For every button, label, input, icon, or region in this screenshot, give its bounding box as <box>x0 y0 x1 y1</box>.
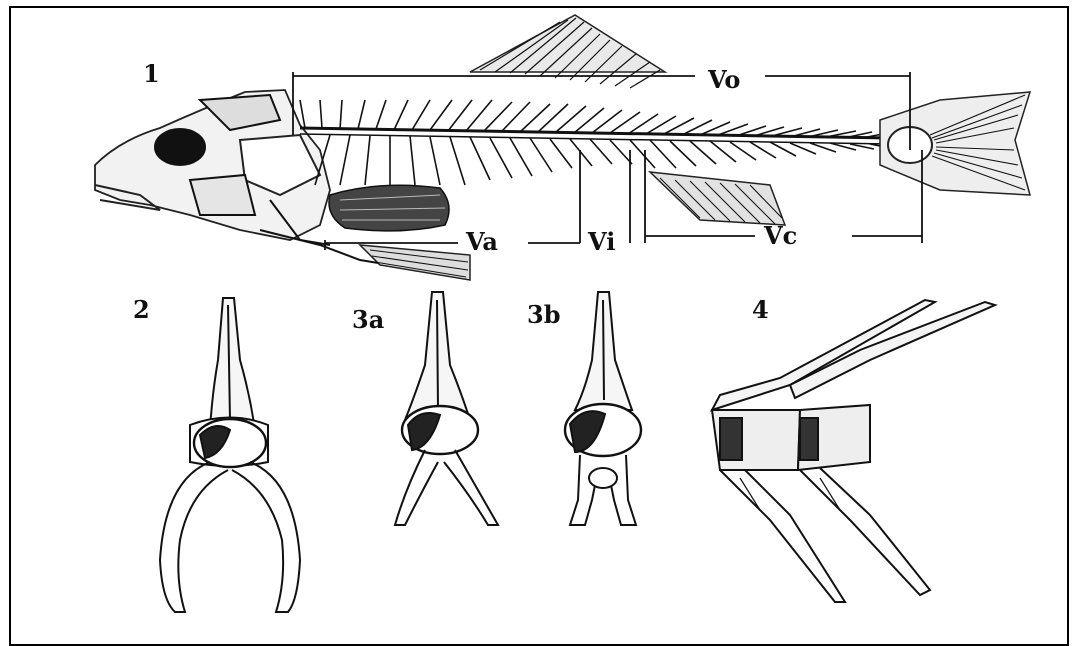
eye-orbit <box>155 129 205 165</box>
region-label-vo: Vo <box>707 65 740 94</box>
region-label-vi: Vi <box>587 227 615 256</box>
panel-1-fish-skeleton <box>95 15 1030 280</box>
dorsal-fin <box>470 15 665 88</box>
fish-skeleton-figure: 1 2 3a 3b 4 Vo Va Vi Vc <box>0 0 1073 630</box>
skull <box>95 90 390 265</box>
caudal-fin <box>880 92 1030 195</box>
region-label-va: Va <box>465 227 498 256</box>
pectoral-fin <box>329 185 449 231</box>
anal-fin <box>650 172 785 225</box>
panel-3b-vertebra <box>565 292 641 525</box>
panel-2-vertebra <box>160 298 300 612</box>
panel-label-3b: 3b <box>527 300 560 329</box>
pelvic-fin <box>360 245 470 280</box>
neural-spines <box>300 100 888 138</box>
panel-label-3a: 3a <box>352 305 384 334</box>
region-label-vc: Vc <box>763 221 797 250</box>
panel-4-caudal-vertebrae <box>712 300 995 602</box>
panel-label-4: 4 <box>752 295 769 324</box>
panel-label-2: 2 <box>133 295 150 324</box>
panel-3a-vertebra <box>395 292 498 525</box>
panel-label-1: 1 <box>143 59 160 88</box>
